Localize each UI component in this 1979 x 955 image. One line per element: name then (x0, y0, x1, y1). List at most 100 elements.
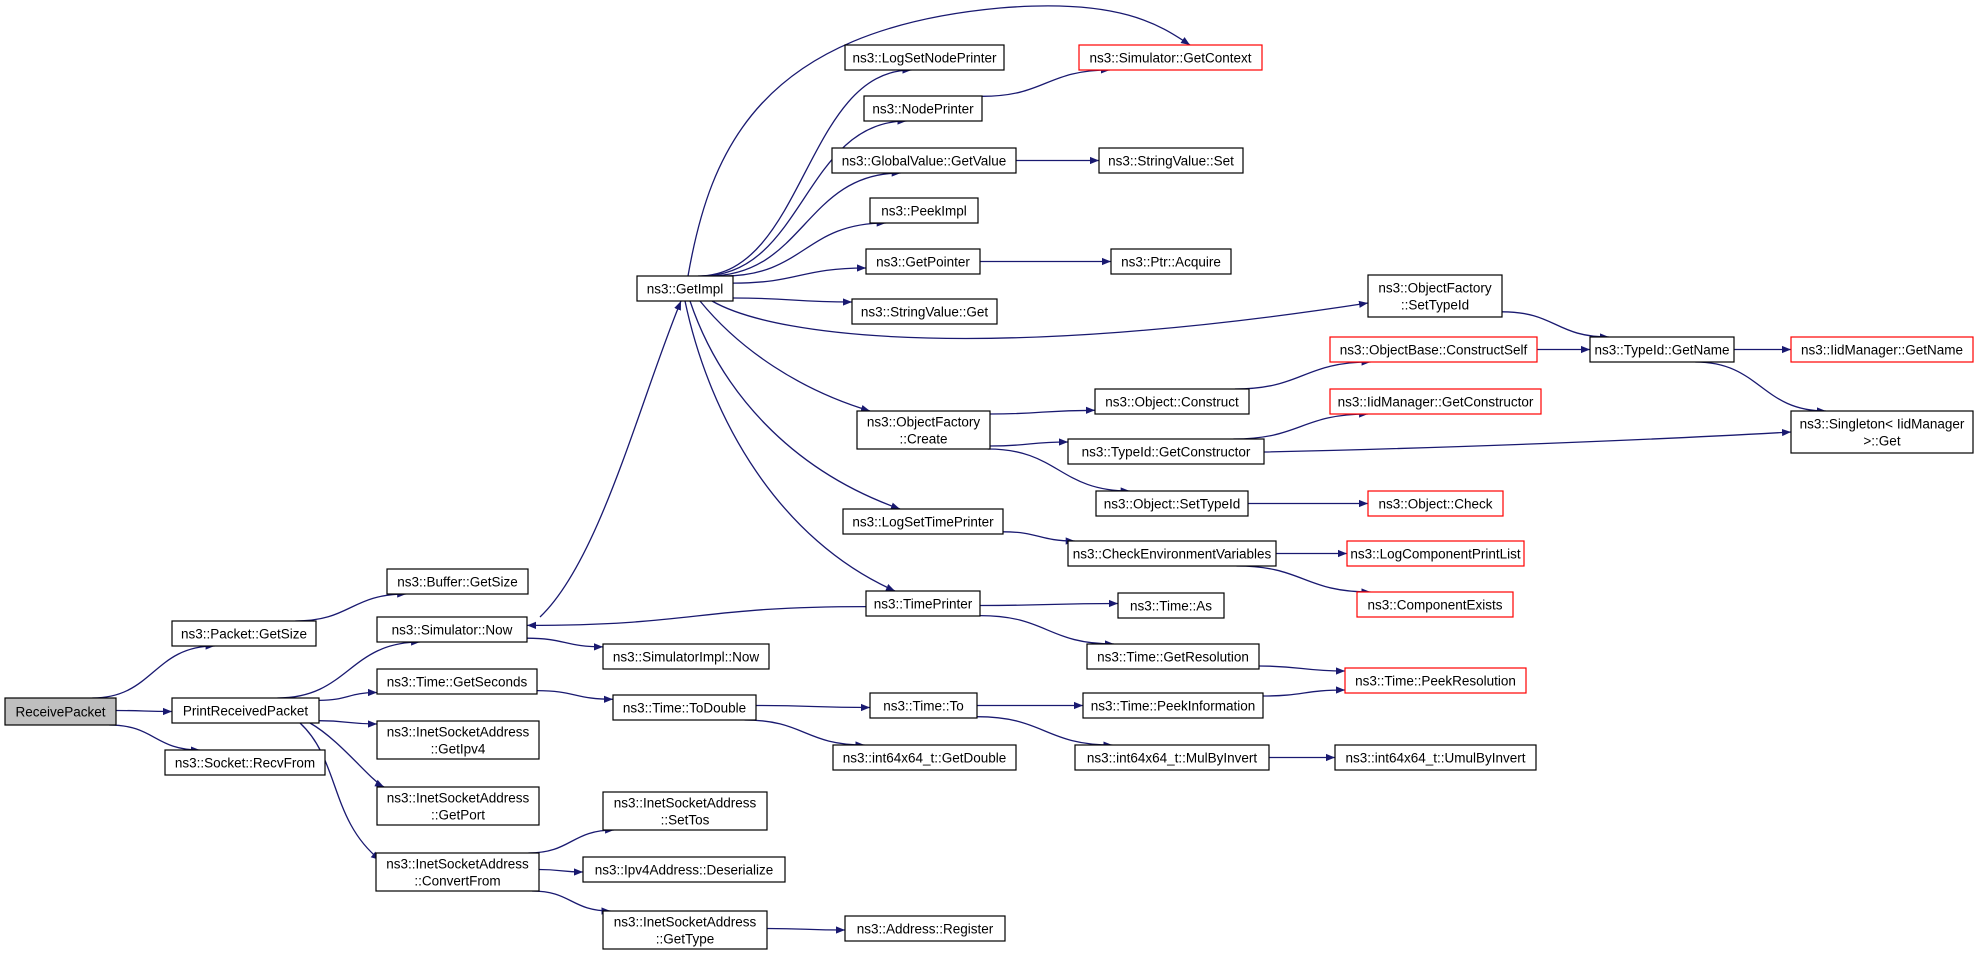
node-receive-packet[interactable]: ReceivePacket (4, 697, 117, 726)
node-globalvalue-getvalue[interactable]: ns3::GlobalValue::GetValue (831, 147, 1017, 174)
node-label: ns3::Packet::GetSize (181, 627, 307, 642)
node-object-construct[interactable]: ns3::Object::Construct (1094, 388, 1250, 415)
edge-receive-packet-to-socket-recvfrom (109, 724, 200, 754)
edge-print-received-packet-to-simulator-now (277, 638, 421, 699)
node-int64-getdouble[interactable]: ns3::int64x64_t::GetDouble (832, 744, 1017, 771)
node-box (1098, 147, 1244, 174)
node-box (842, 508, 1004, 535)
edge-getimpl-to-getpointer (732, 264, 867, 284)
edge-time-getresolution-to-time-peekresolution (1258, 665, 1346, 675)
edge-packet-getsize-to-buffer-getsize (295, 590, 407, 622)
node-timeprinter[interactable]: ns3::TimePrinter (865, 590, 981, 617)
node-print-received-packet[interactable]: PrintReceivedPacket (171, 697, 320, 724)
node-typeid-getconstructor[interactable]: ns3::TypeId::GetConstructor (1067, 438, 1265, 465)
node-logsettimeprinter[interactable]: ns3::LogSetTimePrinter (842, 508, 1004, 535)
node-box (602, 910, 768, 950)
node-inet-convertfrom[interactable]: ns3::InetSocketAddress::ConvertFrom (375, 852, 540, 892)
nodes-layer: ReceivePacket ns3::Packet::GetSizePrintRe… (4, 44, 1974, 950)
node-int64-umulbyinvert[interactable]: ns3::int64x64_t::UmulByInvert (1334, 744, 1537, 771)
node-object-check[interactable]: ns3::Object::Check (1367, 490, 1504, 517)
node-label: ns3::Simulator::Now (392, 623, 513, 638)
node-time-getseconds[interactable]: ns3::Time::GetSeconds (376, 668, 538, 695)
node-buffer-getsize[interactable]: ns3::Buffer::GetSize (386, 568, 529, 595)
node-label: PrintReceivedPacket (183, 704, 309, 719)
edge-typeid-getname-to-singleton-get (1695, 361, 1827, 415)
node-iidmanager-getconstructor[interactable]: ns3::IidManager::GetConstructor (1329, 388, 1542, 415)
edge-getimpl-to-objectfactory-create (699, 300, 871, 412)
node-box (1356, 591, 1514, 618)
node-objectbase-constructself[interactable]: ns3::ObjectBase::ConstructSelf (1329, 336, 1538, 363)
node-box (375, 852, 540, 892)
node-label: ns3::Singleton< IidManager (1800, 417, 1965, 432)
edge-typeid-getconstructor-to-iidmanager-getconstructor (1233, 410, 1369, 440)
node-int64-mulbyinvert[interactable]: ns3::int64x64_t::MulByInvert (1074, 744, 1270, 771)
node-typeid-getname[interactable]: ns3::TypeId::GetName (1589, 336, 1735, 363)
node-label: ns3::GetPointer (876, 255, 970, 270)
node-label: ns3::InetSocketAddress (387, 791, 530, 806)
node-address-register[interactable]: ns3::Address::Register (844, 915, 1006, 942)
node-label: ::ConvertFrom (414, 874, 500, 889)
node-packet-getsize[interactable]: ns3::Packet::GetSize (171, 620, 317, 647)
node-box (386, 568, 529, 595)
node-stringvalue-get[interactable]: ns3::StringValue::Get (851, 298, 998, 325)
node-time-as[interactable]: ns3::Time::As (1117, 592, 1225, 619)
node-label: ns3::int64x64_t::UmulByInvert (1345, 751, 1525, 766)
node-label: ::GetIpv4 (431, 742, 486, 757)
edge-getimpl-to-simulator-getcontext (687, 5, 1191, 277)
edge-getimpl-to-stringvalue-get (732, 297, 853, 306)
node-simulatorimpl-now[interactable]: ns3::SimulatorImpl::Now (602, 643, 770, 670)
edge-objectfactory-settypeid-to-typeid-getname (1501, 311, 1610, 341)
edge-getimpl-to-logsettimeprinter (689, 300, 901, 510)
node-getimpl[interactable]: ns3::GetImpl (636, 275, 734, 302)
node-label: ns3::Time::GetSeconds (387, 675, 528, 690)
node-box (164, 749, 326, 776)
node-time-peekresolution[interactable]: ns3::Time::PeekResolution (1344, 667, 1527, 694)
node-logsetnodeprinter[interactable]: ns3::LogSetNodePrinter (844, 44, 1005, 71)
node-simulator-getcontext[interactable]: ns3::Simulator::GetContext (1078, 44, 1263, 71)
node-singleton-get[interactable]: ns3::Singleton< IidManager >::Get (1790, 410, 1974, 454)
node-box (851, 298, 998, 325)
node-label: ::SetTypeId (1401, 298, 1469, 313)
node-getpointer[interactable]: ns3::GetPointer (865, 248, 981, 275)
node-checkenvironmentvariables[interactable]: ns3::CheckEnvironmentVariables (1067, 540, 1277, 567)
edge-getimpl-to-peekimpl (723, 219, 886, 277)
node-box (869, 197, 979, 224)
edge-timeprinter-to-simulator-now (526, 605, 867, 629)
node-label: ns3::Simulator::GetContext (1089, 51, 1251, 66)
node-box (1078, 44, 1263, 71)
node-iidmanager-getname[interactable]: ns3::IidManager::GetName (1790, 336, 1974, 363)
node-box (1110, 248, 1232, 275)
node-time-peekinformation[interactable]: ns3::Time::PeekInformation (1082, 692, 1264, 719)
node-time-to[interactable]: ns3::Time::To (869, 692, 978, 719)
node-time-getresolution[interactable]: ns3::Time::GetResolution (1086, 643, 1260, 670)
node-box (863, 95, 983, 122)
node-socket-recvfrom[interactable]: ns3::Socket::RecvFrom (164, 749, 326, 776)
node-ipv4-deserialize[interactable]: ns3::Ipv4Address::Deserialize (582, 856, 786, 883)
node-componentexists[interactable]: ns3::ComponentExists (1356, 591, 1514, 618)
edges-layer (92, 5, 1827, 934)
node-box (612, 694, 757, 721)
node-peekimpl[interactable]: ns3::PeekImpl (869, 197, 979, 224)
node-stringvalue-set[interactable]: ns3::StringValue::Set (1098, 147, 1244, 174)
node-inet-settos[interactable]: ns3::InetSocketAddress::SetTos (602, 791, 768, 831)
node-inet-getipv4[interactable]: ns3::InetSocketAddress::GetIpv4 (376, 720, 540, 760)
node-inet-getport[interactable]: ns3::InetSocketAddress::GetPort (376, 786, 540, 826)
node-label: ns3::CheckEnvironmentVariables (1073, 547, 1272, 562)
node-box (376, 668, 538, 695)
node-label: ns3::Time::ToDouble (623, 701, 746, 716)
node-ptr-acquire[interactable]: ns3::Ptr::Acquire (1110, 248, 1232, 275)
node-box (4, 697, 117, 726)
node-nodeprinter[interactable]: ns3::NodePrinter (863, 95, 983, 122)
node-label: ns3::Time::PeekResolution (1355, 674, 1516, 689)
node-label: ns3::IidManager::GetName (1801, 343, 1963, 358)
node-object-settypeid[interactable]: ns3::Object::SetTypeId (1095, 490, 1249, 517)
node-box (636, 275, 734, 302)
node-inet-gettype[interactable]: ns3::InetSocketAddress::GetType (602, 910, 768, 950)
node-box (602, 643, 770, 670)
node-objectfactory-create[interactable]: ns3::ObjectFactory::Create (856, 410, 991, 450)
node-time-todouble[interactable]: ns3::Time::ToDouble (612, 694, 757, 721)
node-logcomponentprintlist[interactable]: ns3::LogComponentPrintList (1346, 540, 1525, 567)
node-simulator-now[interactable]: ns3::Simulator::Now (376, 616, 528, 643)
node-objectfactory-settypeid[interactable]: ns3::ObjectFactory::SetTypeId (1367, 274, 1503, 318)
